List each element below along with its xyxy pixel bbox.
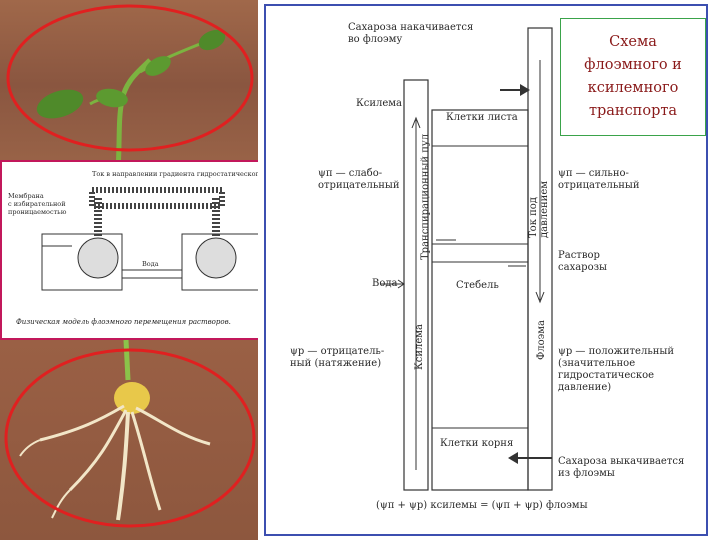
label-phloem-vertical: Флоэма [536,319,547,360]
label-sucrose-solution: Раствор сахарозы [558,250,607,273]
label-water: Вода [372,278,398,289]
physical-model-inset: Ток в направлении градиента гидростатиче… [0,160,302,340]
label-xylem-vertical: Ксилема [414,323,425,370]
label-transpiration-pool: Транспирационный пул [420,133,431,260]
label-psi-pi-weak: ψπ — слабо- отрицательный [318,168,400,191]
label-sucrose-out: Сахароза выкачивается из флоэмы [558,456,685,479]
slide-title: Схема флоэмного и ксилемного транспорта [584,34,682,119]
label-stem: Стебель [456,280,499,291]
inset-water-label: Вода [142,260,159,268]
label-leaf-cells: Клетки листа [446,112,518,123]
seedling-root-photo [0,340,258,540]
label-psi-p-positive: ψp — положительный (значительное гидрост… [558,346,675,393]
label-xylem-top: Ксилема [356,98,403,109]
label-root-cells: Клетки корня [440,438,514,449]
inset-caption: Физическая модель флоэмного перемещения … [16,318,231,326]
label-pressure-flow: Ток под давлением [528,180,550,238]
seedling-shoot-photo [0,0,258,170]
label-sucrose-in: Сахароза накачивается во флоэму [348,22,474,45]
inset-membrane-label: Мембрана с избирательной проницаемостью [8,192,67,216]
diagram-frame [264,4,708,536]
title-box: Схема флоэмного и ксилемного транспорта [560,18,706,136]
label-psi-p-negative: ψp — отрицатель- ный (натяжение) [290,346,385,369]
inset-heading: Ток в направлении градиента гидростатиче… [92,170,298,178]
label-psi-pi-strong: ψπ — сильно- отрицательный [558,168,640,191]
label-water-potential-equation: (ψπ + ψp) ксилемы = (ψπ + ψp) флоэмы [376,500,588,511]
